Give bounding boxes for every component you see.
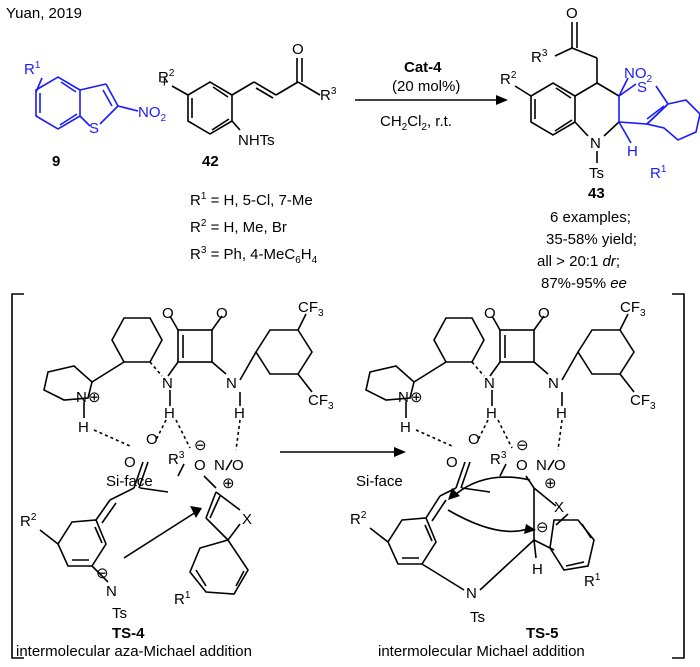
sulfur-label-9: S <box>89 120 99 137</box>
ts5-cf3-bottom: CF3 <box>630 392 656 412</box>
ts5-nitro-o1: O <box>516 457 528 474</box>
compound-label-9: 9 <box>52 153 60 170</box>
r2-substituent-43: R2 <box>500 70 517 88</box>
ts4-caption: intermolecular aza-Michael addition <box>16 643 252 660</box>
compound-label-43: 43 <box>588 185 605 202</box>
ts4-si-face-label: Si-face <box>106 473 153 490</box>
ts5-squaramide-h2: H <box>556 405 567 422</box>
ts4-structure <box>39 313 313 595</box>
ts5-enone-o: O <box>446 454 458 471</box>
ts5-structure <box>365 313 635 591</box>
ts5-heteroatom-x: X <box>554 499 564 516</box>
nhts-label: NHTs <box>238 132 275 149</box>
ts5-squarate-o1: O <box>484 305 496 322</box>
right-bracket <box>672 293 685 659</box>
ts4-cf3-bottom: CF3 <box>308 392 334 412</box>
r3-substituent-42: R3 <box>320 86 337 104</box>
r1-definition: R1 = H, 5-Cl, 7-Me <box>190 191 313 209</box>
ts4-label: TS-4 <box>112 625 145 642</box>
ts4-squarate-o1: O <box>162 305 174 322</box>
ts4-r2: R2 <box>20 512 37 530</box>
compound-42-structure <box>171 58 321 135</box>
ts5-nitro-plus: ⊕ <box>544 475 557 492</box>
ts5-amide-n: N <box>466 585 477 602</box>
ts5-squaramide-n1: N <box>484 375 495 392</box>
ts5-nitro-n: N <box>536 457 547 474</box>
left-bracket <box>11 293 24 659</box>
ts5-r2: R2 <box>350 510 367 528</box>
ts4-r1: R1 <box>174 590 191 608</box>
nitro-label-9: NO2 <box>138 104 167 124</box>
ts-label-43: Ts <box>589 165 604 182</box>
r2-definition: R2 = H, Me, Br <box>190 218 287 236</box>
r1-substituent-43: R1 <box>650 164 667 182</box>
ts4-nitro-minus: ⊖ <box>194 437 207 454</box>
ts4-enone-o: O <box>124 454 136 471</box>
ts4-r3: R3 <box>168 450 185 468</box>
ts4-ammonium-h: H <box>78 419 89 436</box>
results-yield: 35-58% yield; <box>546 231 637 248</box>
ts5-si-face-label: Si-face <box>356 473 403 490</box>
ts4-squarate-o2: O <box>216 305 228 322</box>
ts5-hbond-o-label: O <box>468 431 480 448</box>
ts5-label: TS-5 <box>526 625 559 642</box>
ts5-squarate-o2: O <box>538 305 550 322</box>
ts5-nitro-minus: ⊖ <box>516 437 529 454</box>
ts5-r3: R3 <box>490 450 507 468</box>
reaction-arrowhead <box>496 95 508 105</box>
r3-substituent-43: R3 <box>531 48 548 66</box>
r1-substituent: R1 <box>24 60 41 78</box>
plus-sign: + <box>160 74 169 91</box>
ts5-ammonium-plus: ⊕ <box>410 389 423 406</box>
ts4-cf3-top: CF3 <box>298 299 324 319</box>
compound-43-structure <box>514 22 700 163</box>
catalyst-label: Cat-4 <box>404 59 442 76</box>
citation: Yuan, 2019 <box>6 5 82 22</box>
ts4-anion-minus: ⊖ <box>96 565 109 582</box>
ts4-heteroatom-x: X <box>242 511 252 528</box>
ts5-caption: intermolecular Michael addition <box>378 643 585 660</box>
ts5-squaramide-h1: H <box>486 405 497 422</box>
n-label-43: N <box>590 135 601 152</box>
ts4-squaramide-h1: H <box>164 405 175 422</box>
ts-transition-arrowhead <box>394 447 406 457</box>
ts4-amide-n: N <box>106 583 117 600</box>
ts4-nitro-o2: O <box>232 457 244 474</box>
compound-9-structure <box>35 76 139 130</box>
ts4-squaramide-h2: H <box>234 405 245 422</box>
carbonyl-o-43: O <box>566 5 578 22</box>
ts5-ts-group: Ts <box>470 609 485 626</box>
ts4-ts-group: Ts <box>112 605 127 622</box>
ts5-ammonium-h: H <box>400 419 411 436</box>
ts4-nitro-n: N <box>214 457 225 474</box>
ts5-r1: R1 <box>584 572 601 590</box>
h-label-43: H <box>627 143 638 160</box>
ts4-squaramide-n1: N <box>162 375 173 392</box>
ts4-piperidine-n: N <box>76 389 87 406</box>
ts4-nitro-o1: O <box>194 457 206 474</box>
r3-definition: R3 = Ph, 4-MeC6H4 <box>190 245 318 266</box>
nitro-label-43: NO2 <box>624 65 653 85</box>
ts4-hbond-o-label: O <box>146 431 158 448</box>
sulfur-label-43: S <box>637 79 647 96</box>
carbonyl-o-42: O <box>292 41 304 58</box>
ts5-piperidine-n: N <box>398 389 409 406</box>
ts5-nitro-o2: O <box>554 457 566 474</box>
ts4-nitro-plus: ⊕ <box>222 475 235 492</box>
results-ee: 87%-95% ee <box>541 275 627 292</box>
compound-label-42: 42 <box>202 153 219 170</box>
ts4-squaramide-n2: N <box>226 375 237 392</box>
results-dr: all > 20:1 dr; <box>537 253 620 270</box>
solvent-conditions: CH2Cl2, r.t. <box>380 113 452 133</box>
ts5-h-label: H <box>532 561 543 578</box>
ts4-ammonium-plus: ⊕ <box>88 389 101 406</box>
results-examples: 6 examples; <box>550 209 631 226</box>
ts5-cf3-top: CF3 <box>620 299 646 319</box>
catalyst-loading: (20 mol%) <box>392 78 460 95</box>
ts5-squaramide-n2: N <box>548 375 559 392</box>
r2-substituent-42: R2 <box>158 68 175 86</box>
ts5-carbanion-minus: ⊖ <box>536 519 549 536</box>
